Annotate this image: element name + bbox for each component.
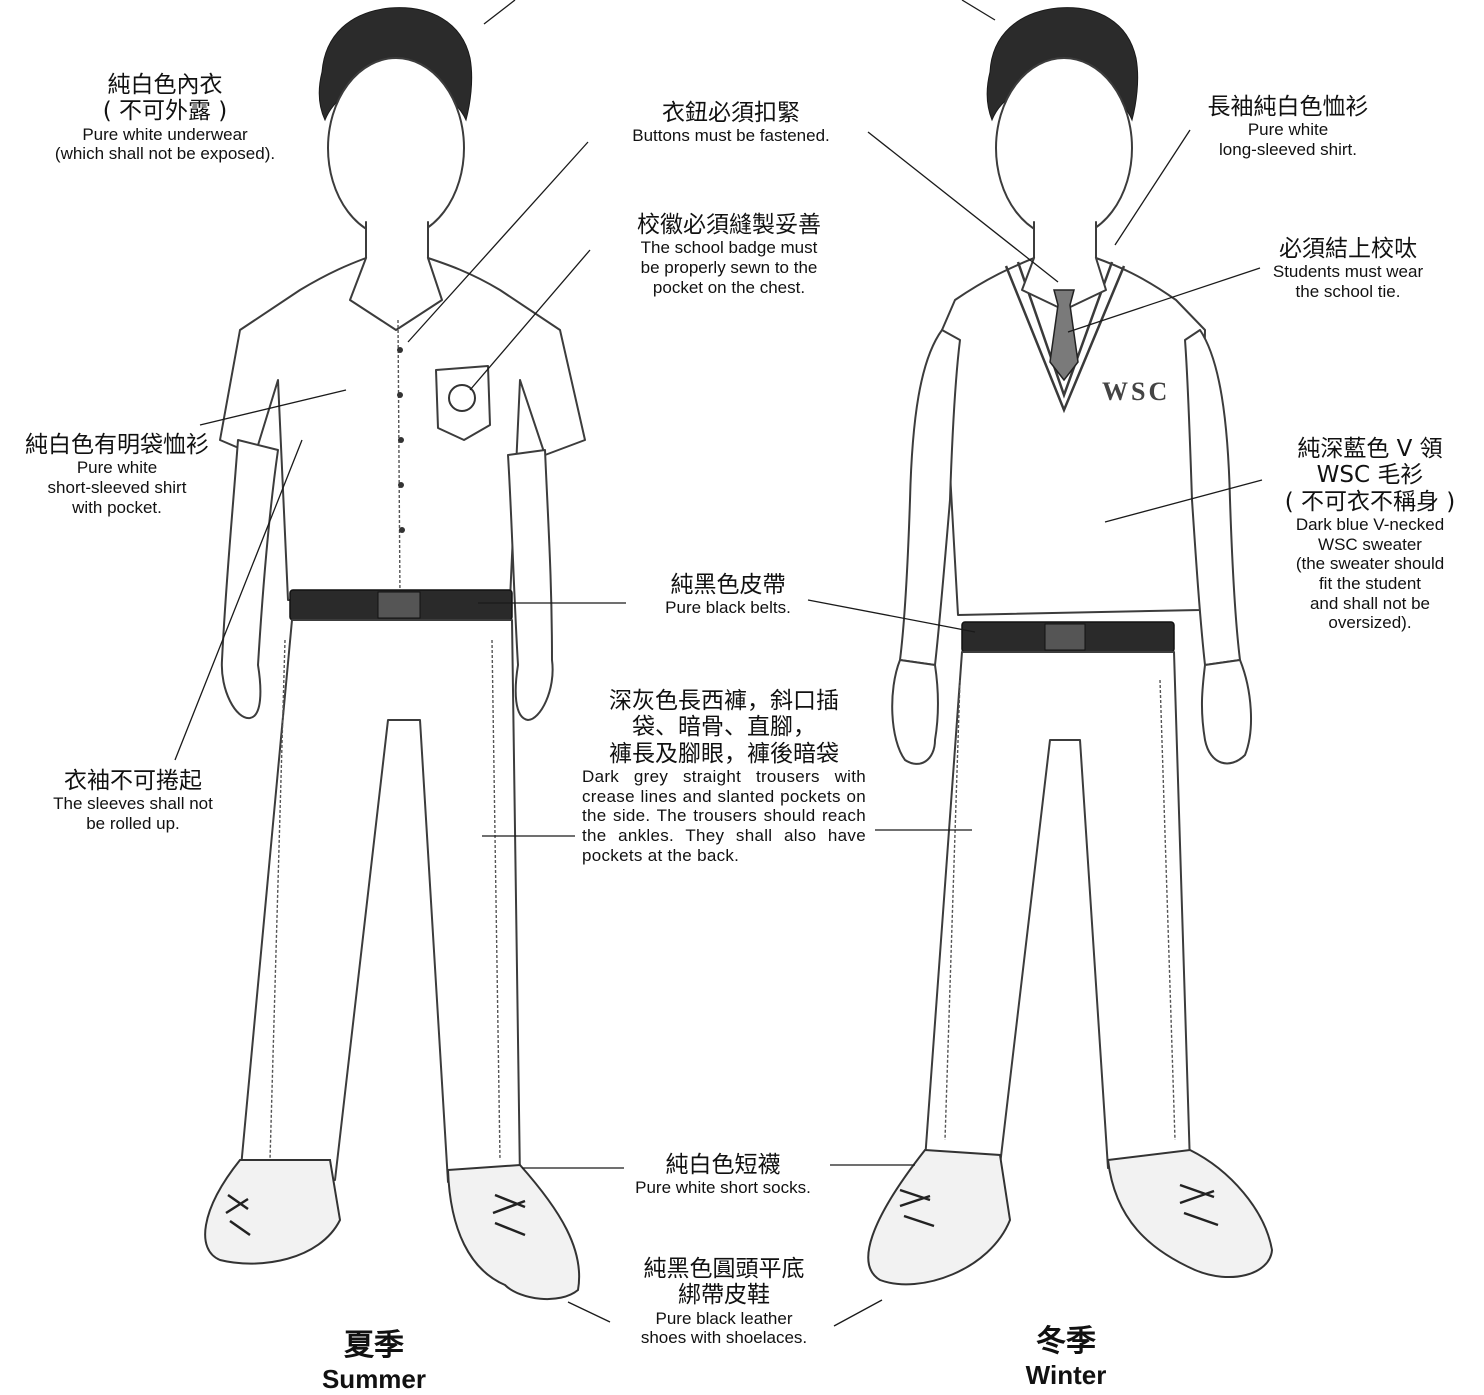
winter-head: [995, 57, 1133, 239]
callout-belt-en: Pure black belts.: [665, 598, 791, 618]
summer-pocket: [435, 365, 491, 441]
callout-tie-en: Students must wear the school tie.: [1272, 262, 1424, 301]
callout-badge-en: The school badge must be properly sewn t…: [640, 238, 818, 297]
callout-badge: 校徽必須縫製妥善 The school badge must be proper…: [606, 212, 852, 297]
summer-caption-zh: 夏季: [344, 1328, 404, 1363]
summer-figure: [204, 7, 586, 1301]
leader-tie: [1067, 267, 1261, 333]
leader-lines: [174, 0, 1263, 1327]
callout-tie: 必須結上校呔 Students must wear the school tie…: [1248, 236, 1448, 302]
leader-sleeves: [174, 439, 303, 761]
callout-shoes-en: Pure black leather shoes with shoelaces.: [640, 1308, 808, 1348]
winter-sweater: [941, 257, 1206, 616]
callout-underwear: 純白色內衣 ( 不可外露 ) Pure white underwear (whi…: [10, 72, 320, 164]
callout-shoes: 純黑色圓頭平底 綁帶皮鞋 Pure black leather shoes wi…: [604, 1256, 844, 1348]
leader-shoes-left: [567, 1301, 611, 1323]
winter-right-arm: [1184, 329, 1241, 666]
callout-badge-zh: 校徽必須縫製妥善: [637, 212, 821, 238]
callout-sleeves-zh: 衣袖不可捲起: [64, 768, 202, 794]
leader-shoes-right: [833, 1299, 883, 1327]
leader-badge: [469, 249, 591, 391]
summer-left-arm: [220, 439, 279, 720]
leader-buttons-winter: [867, 131, 1059, 283]
callout-long-shirt-en: Pure white long-sleeved shirt.: [1219, 120, 1357, 159]
leader-short-shirt: [199, 389, 347, 426]
summer-caption: 夏季 Summer: [274, 1320, 474, 1395]
summer-right-arm: [507, 449, 554, 721]
summer-badge-icon: [448, 384, 476, 412]
leader-sweater: [1104, 479, 1263, 523]
winter-figure: WSC: [867, 7, 1274, 1286]
leader-buttons: [407, 141, 589, 343]
callout-sweater: 純深藍色 V 領 WSC 毛衫 ( 不可衣不稱身 ) Dark blue V-n…: [1268, 436, 1472, 633]
summer-head: [327, 57, 465, 239]
winter-caption-zh: 冬季: [1036, 1324, 1096, 1359]
callout-sleeves-en: The sleeves shall not be rolled up.: [53, 794, 213, 833]
callout-buttons-en: Buttons must be fastened.: [632, 126, 830, 146]
callout-socks: 純白色短襪 Pure white short socks.: [608, 1152, 838, 1198]
summer-collar: [349, 257, 443, 331]
callout-trousers-zh: 深灰色長西褲，斜口插 袋、暗骨、直腳， 褲長及腳眼，褲後暗袋: [609, 688, 839, 767]
callout-socks-en: Pure white short socks.: [635, 1178, 811, 1198]
callout-buttons: 衣鈕必須扣緊 Buttons must be fastened.: [600, 100, 862, 146]
winter-left-shoe: [867, 1148, 1012, 1286]
summer-buttons: [397, 347, 405, 533]
callout-underwear-en: Pure white underwear (which shall not be…: [54, 124, 276, 164]
winter-right-shoe: [1106, 1148, 1274, 1278]
winter-right-hand: [1200, 659, 1253, 765]
winter-tie: [1049, 289, 1079, 382]
callout-short-shirt-en: Pure white short-sleeved shirt with pock…: [47, 458, 187, 517]
winter-neck: [1033, 221, 1097, 263]
callout-long-shirt: 長袖純白色恤衫 Pure white long-sleeved shirt.: [1188, 94, 1388, 160]
leader-belt-right: [807, 599, 976, 633]
callout-belt-zh: 純黑色皮帶: [670, 572, 786, 598]
leader-long-shirt: [1114, 129, 1191, 246]
summer-placket: [397, 319, 401, 599]
winter-left-arm: [899, 329, 961, 666]
summer-right-shoe: [446, 1163, 581, 1301]
callout-sleeves: 衣袖不可捲起 The sleeves shall not be rolled u…: [20, 768, 246, 834]
callout-trousers: 深灰色長西褲，斜口插 袋、暗骨、直腳， 褲長及腳眼，褲後暗袋 Dark grey…: [582, 688, 866, 865]
callout-long-shirt-zh: 長袖純白色恤衫: [1207, 94, 1369, 120]
callout-socks-zh: 純白色短襪: [665, 1152, 781, 1178]
leader-top-right: [961, 0, 996, 21]
summer-neck: [365, 221, 429, 263]
callout-trousers-en: Dark grey straight trousers with crease …: [582, 767, 866, 865]
callout-short-shirt-zh: 純白色有明袋恤衫: [25, 432, 209, 458]
leader-top-left: [483, 0, 516, 25]
callout-shoes-zh: 純黑色圓頭平底 綁帶皮鞋: [643, 1256, 805, 1309]
callout-sweater-en: Dark blue V-necked WSC sweater (the swea…: [1295, 515, 1445, 633]
winter-vneck: [1016, 261, 1114, 399]
summer-caption-en: Summer: [321, 1364, 427, 1394]
winter-trousers: [924, 651, 1191, 1169]
winter-caption-en: Winter: [1025, 1360, 1107, 1390]
winter-left-hand: [891, 659, 940, 765]
summer-trousers: [239, 619, 521, 1183]
callout-tie-zh: 必須結上校呔: [1279, 236, 1417, 262]
winter-caption: 冬季 Winter: [966, 1316, 1166, 1391]
callout-belt: 純黑色皮帶 Pure black belts.: [630, 572, 826, 618]
callout-short-shirt: 純白色有明袋恤衫 Pure white short-sleeved shirt …: [4, 432, 230, 517]
callout-buttons-zh: 衣鈕必須扣緊: [662, 100, 800, 126]
callout-underwear-zh: 純白色內衣 ( 不可外露 ): [102, 72, 228, 125]
callout-sweater-zh: 純深藍色 V 領 WSC 毛衫 ( 不可衣不稱身 ): [1284, 436, 1456, 515]
sweater-badge-text: WSC: [1102, 377, 1170, 406]
summer-left-shoe: [204, 1159, 342, 1265]
